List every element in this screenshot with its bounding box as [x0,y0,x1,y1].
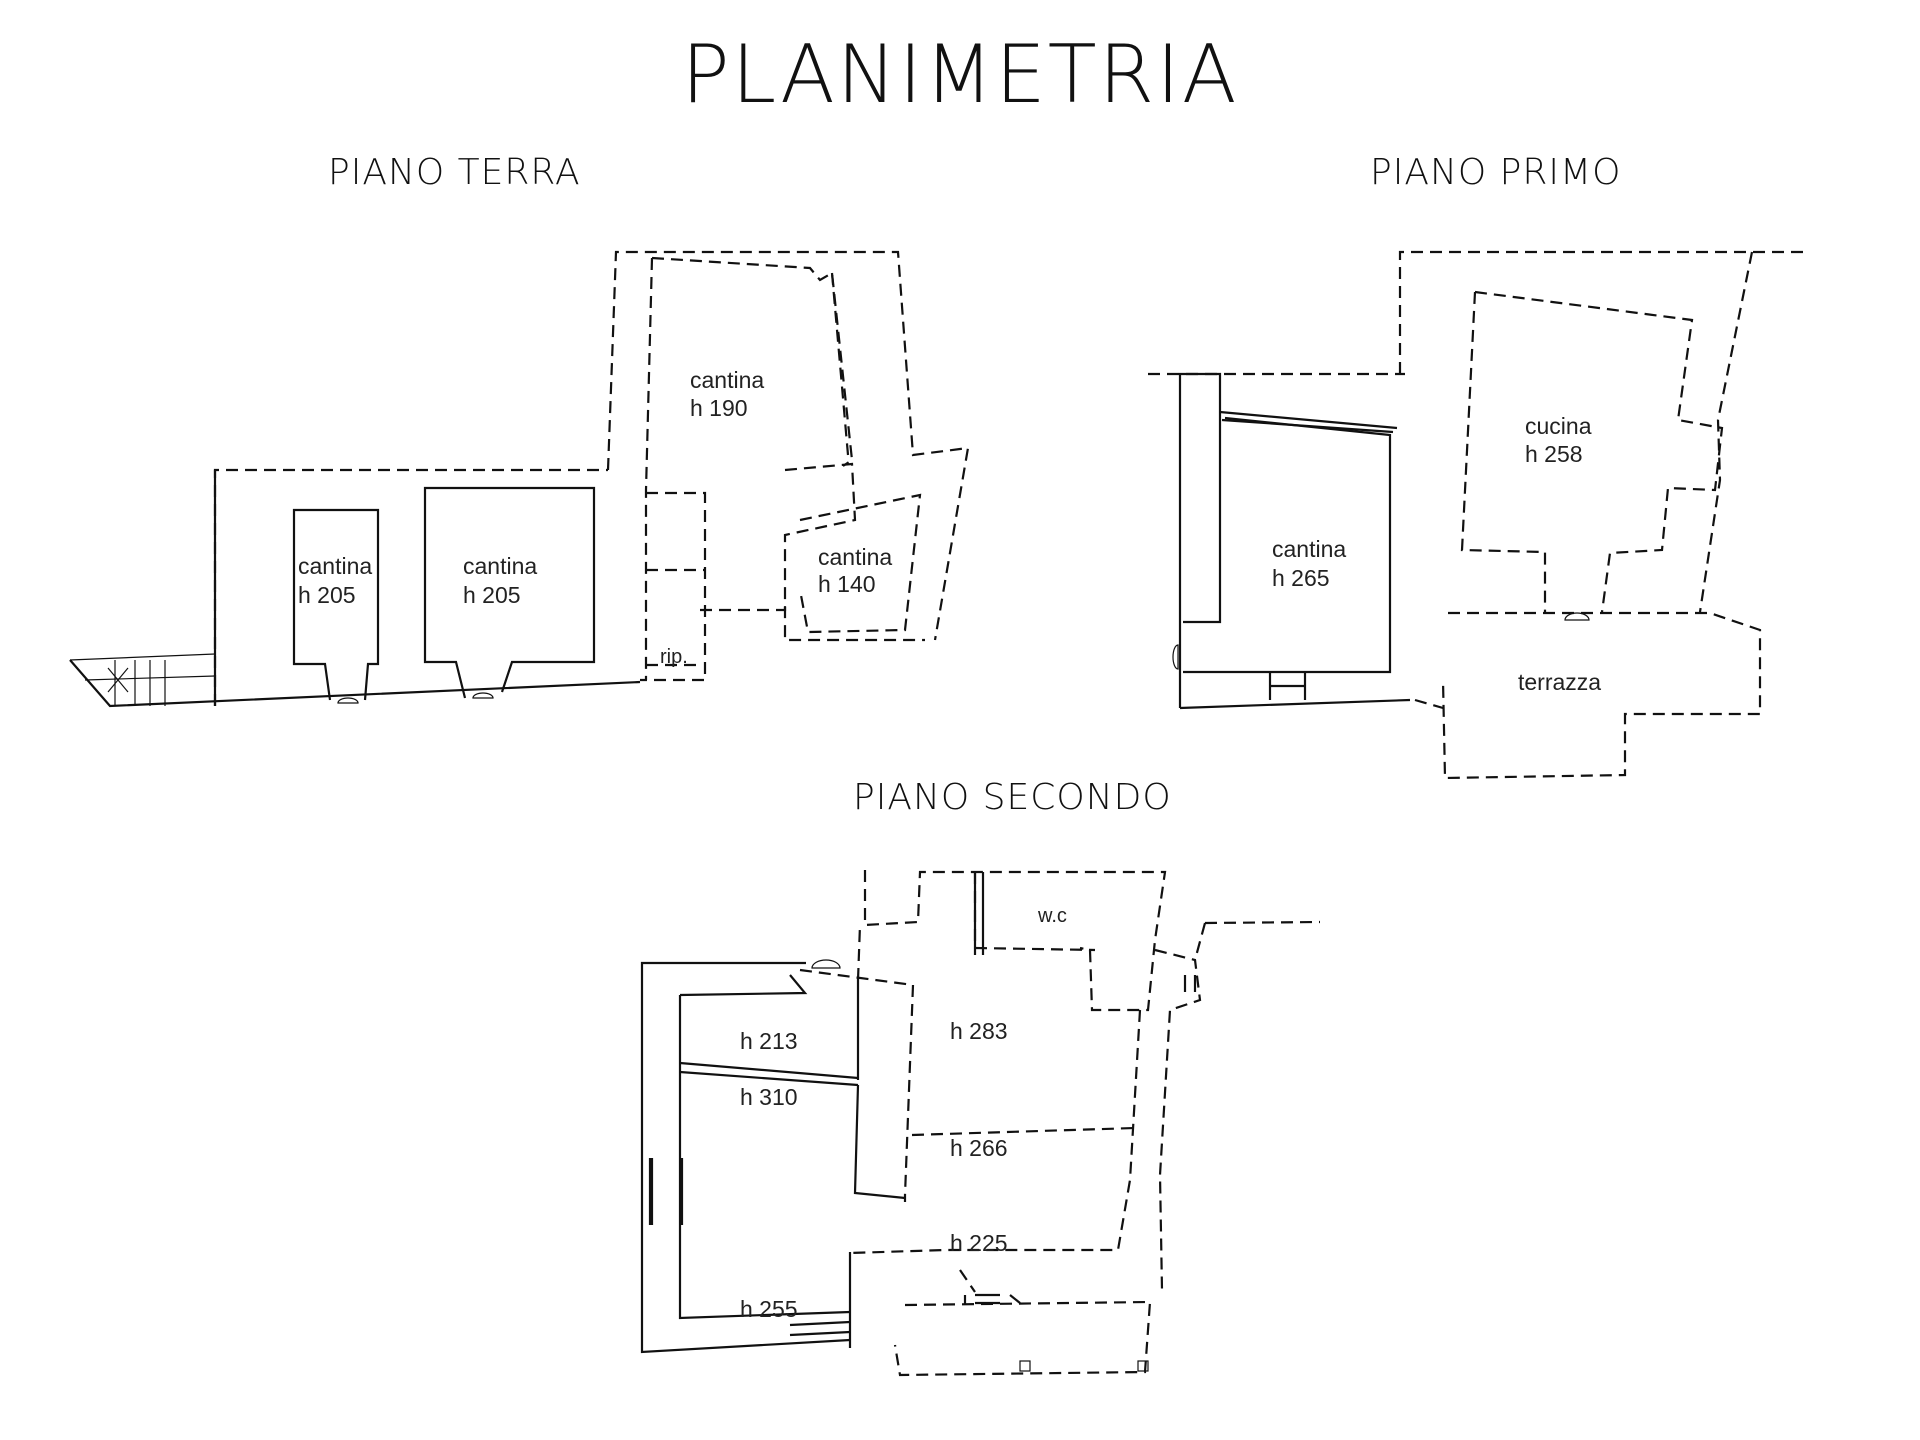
room-labels-primo: cantina h 265 cucina h 258 terrazza [1272,413,1601,695]
plan-piano-terra [69,250,970,708]
floor-title-terra: PIANO TERRA [328,152,581,193]
floor-title-primo: PIANO PRIMO [1370,152,1622,193]
room-height: h 140 [818,571,876,597]
room-height: h 258 [1525,441,1583,467]
plan-piano-secondo [640,870,1321,1377]
room-name: cantina [1272,536,1346,562]
room-name: w.c [1037,905,1067,927]
plan-piano-primo [1148,250,1810,780]
room-name: cantina [818,544,892,570]
room-height: h 213 [740,1028,798,1054]
room-name: cantina [690,367,764,393]
room-height: h 225 [950,1230,1008,1256]
room-name: cantina [463,553,537,579]
room-name: rip. [660,646,688,668]
room-height: h 265 [1272,565,1330,591]
room-height: h 190 [690,395,748,421]
page-title: PLANIMETRIA [681,28,1239,121]
stair-symbol [69,653,216,706]
room-labels-secondo: w.c h 213 h 283 h 310 h 266 h 225 h 255 [740,905,1067,1322]
room-height: h 266 [950,1135,1008,1161]
room-height: h 310 [740,1084,798,1110]
room-height: h 283 [950,1018,1008,1044]
room-height: h 205 [298,582,356,608]
room-height: h 255 [740,1296,798,1322]
floor-title-secondo: PIANO SECONDO [853,777,1172,818]
room-name: cucina [1525,413,1592,439]
room-name: terrazza [1518,669,1601,695]
room-height: h 205 [463,582,521,608]
room-name: cantina [298,553,372,579]
room-labels-terra: cantina h 205 cantina h 205 cantina h 19… [298,367,892,668]
